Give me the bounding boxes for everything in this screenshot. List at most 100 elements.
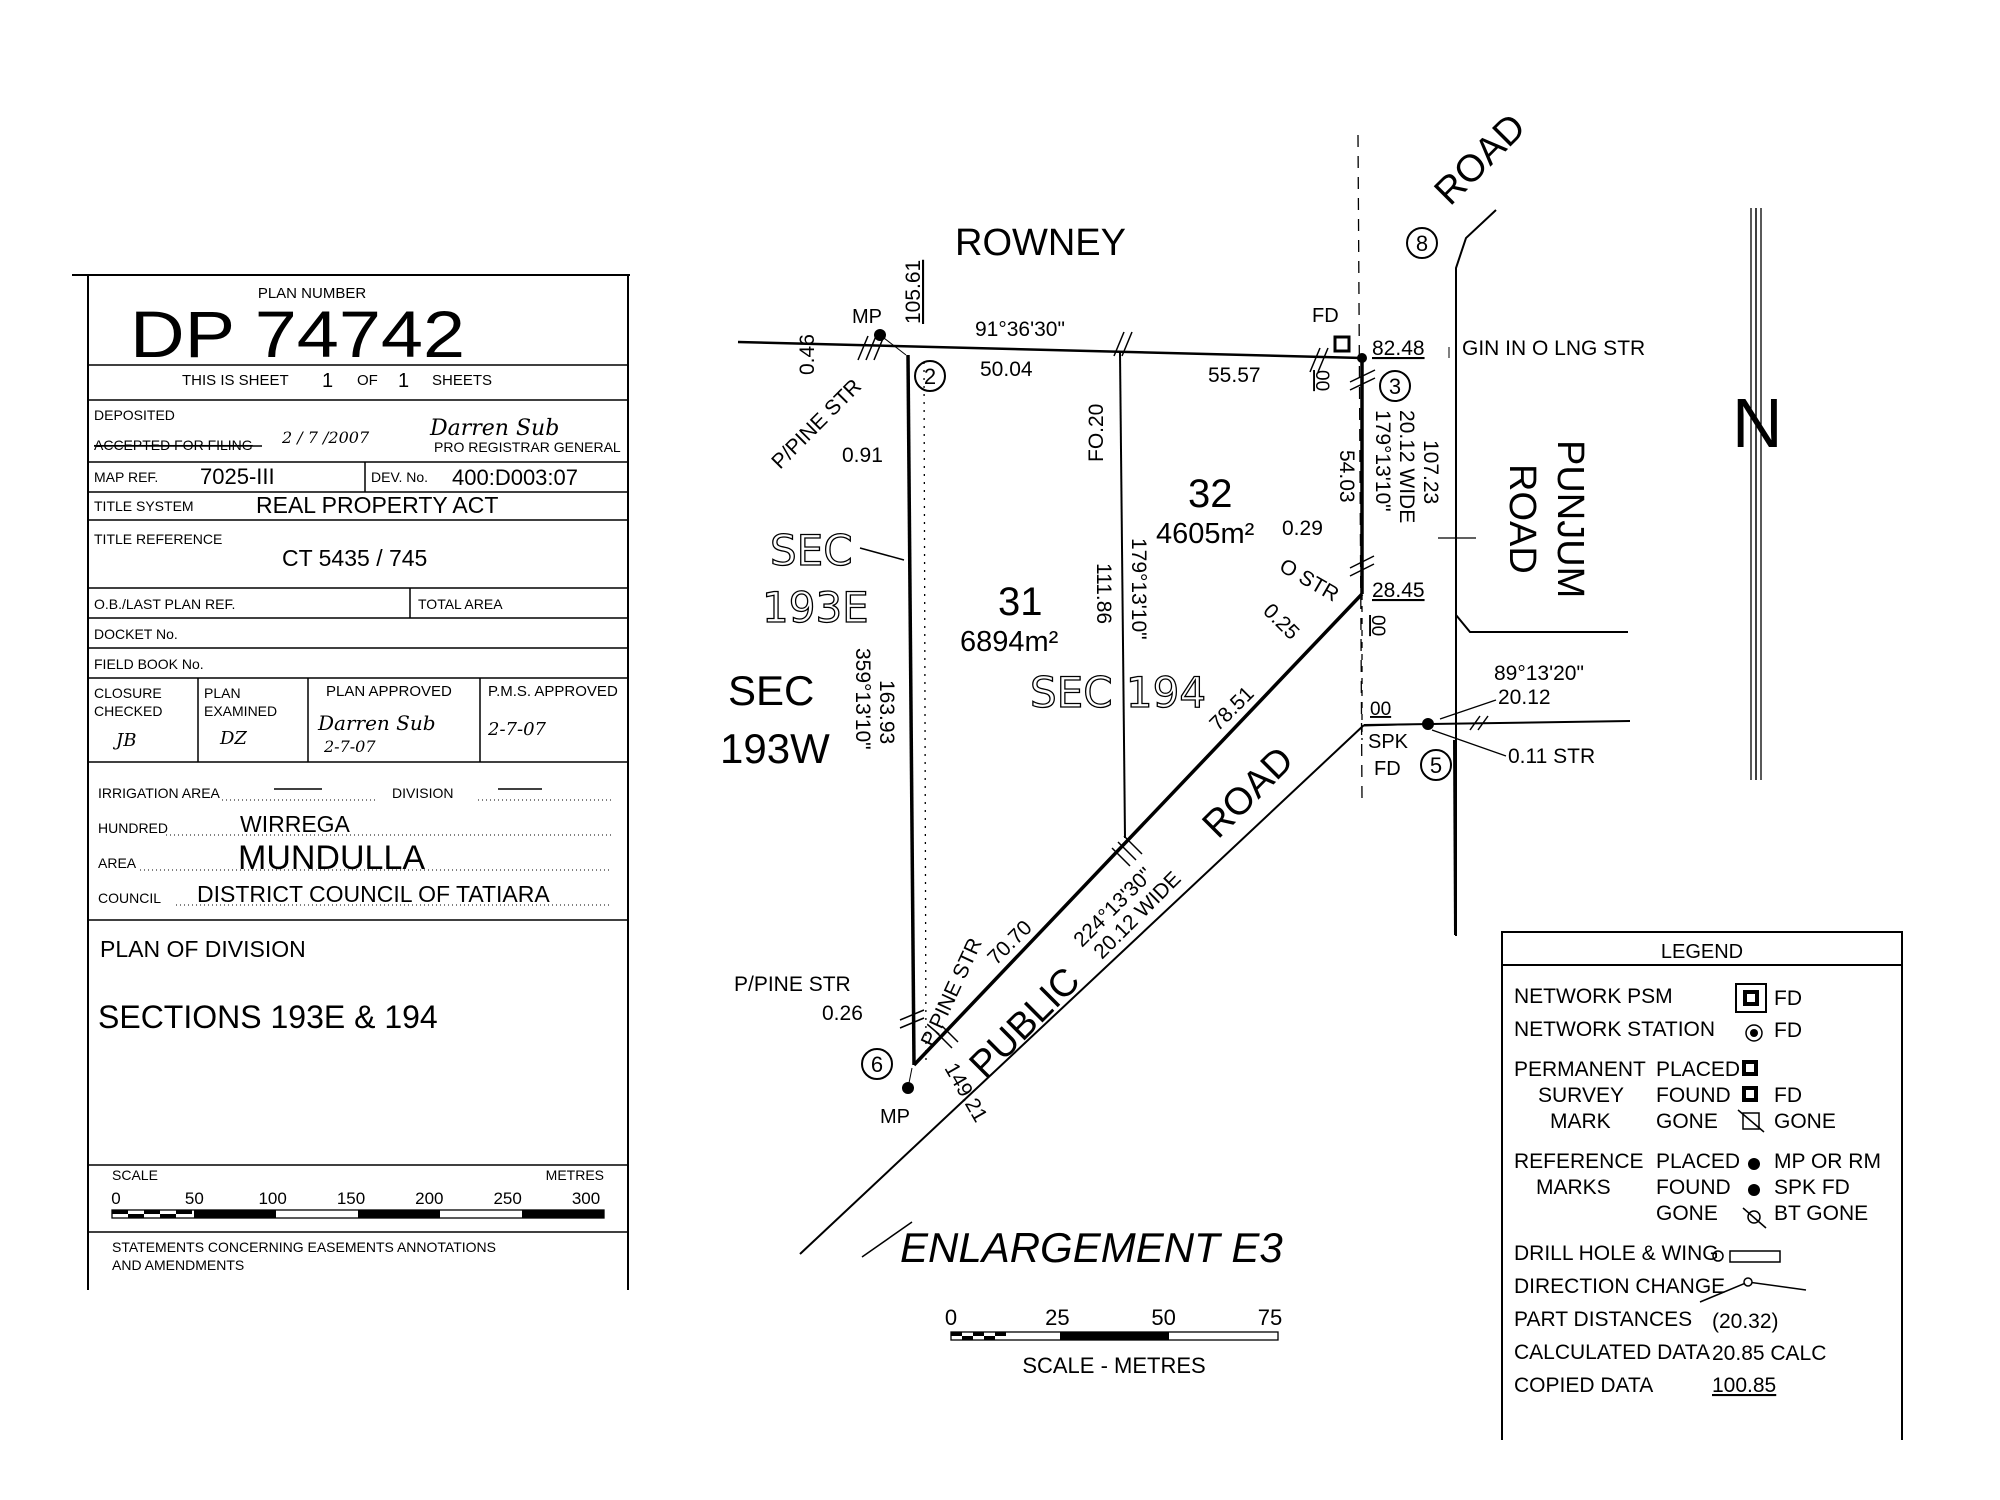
scale-tick-25: 25 [1045, 1305, 1069, 1330]
spk-road-line [1453, 739, 1456, 936]
last-plan-ref-label: O.B./LAST PLAN REF. [94, 596, 235, 612]
north-arrow-label: N [1732, 384, 1783, 462]
examined-label-2: EXAMINED [204, 703, 277, 719]
closure-checked-initials: JB [112, 730, 136, 751]
dim-55-57: 55.57 [1208, 364, 1261, 387]
plan-approved-label: PLAN APPROVED [326, 683, 452, 700]
allotment-31-area: 6894m² [960, 626, 1059, 658]
legend-psm-1: PERMANENT [1514, 1058, 1646, 1081]
section-boundary-dashed [1357, 134, 1363, 801]
section-label-193w-sec: SEC [728, 667, 814, 714]
sheet-total: 1 [398, 370, 409, 392]
legend-network-station-fd: FD [1774, 1019, 1802, 1042]
statements-line-1: STATEMENTS CONCERNING EASEMENTS ANNOTATI… [112, 1239, 496, 1255]
allotment-32-number: 32 [1188, 472, 1233, 516]
legend-copied-data: COPIED DATA [1514, 1374, 1653, 1397]
title-reference-label: TITLE REFERENCE [94, 531, 222, 547]
section-193e-leader [859, 547, 905, 561]
legend-psm-gone: GONE [1656, 1110, 1718, 1133]
dim-20-12: 20.12 [1498, 686, 1551, 709]
scale-tick-300: 300 [572, 1189, 600, 1208]
enlargement-underline [861, 1221, 913, 1258]
road-name-punjum-road: ROAD [1501, 464, 1543, 574]
allotment-west-boundary [906, 354, 916, 1066]
legend-ref-1: REFERENCE [1514, 1150, 1644, 1173]
station-6-label: 6 [871, 1052, 883, 1077]
area-value: MUNDULLA [238, 839, 425, 877]
allotment-32-area: 4605m² [1156, 518, 1255, 550]
dev-no-label: DEV. No. [371, 469, 428, 485]
dim-gin: GIN IN O LNG STR [1462, 337, 1645, 360]
legend-ref-gone-symbol [1747, 1210, 1761, 1224]
dim-bearing-spk: 89°13'20" [1494, 662, 1584, 685]
legend-drill-hole: DRILL HOLE & WING [1514, 1242, 1719, 1265]
legend-psm-placed-symbol [1742, 1060, 1758, 1076]
legend-network-psm-fd: FD [1774, 987, 1802, 1010]
enlargement-scale-label: SCALE - METRES [1022, 1353, 1205, 1378]
scale-label: SCALE [112, 1167, 158, 1183]
docket-label: DOCKET No. [94, 626, 178, 642]
road-name-public: PUBLIC [962, 960, 1089, 1087]
station-8-circle [1406, 227, 1438, 259]
section-label-193e-sec: SEC [770, 526, 853, 575]
sheet-of-label: OF [357, 372, 378, 389]
station-3-label: 3 [1389, 374, 1401, 399]
legend: LEGEND NETWORK PSM FD NETWORK STATION FD… [1501, 931, 1903, 1440]
area-label: AREA [98, 855, 137, 871]
scale-tick-150: 150 [337, 1189, 365, 1208]
hundred-label: HUNDRED [98, 820, 168, 836]
station-2-circle [914, 360, 946, 392]
scale-tick-75: 75 [1258, 1305, 1282, 1330]
station-6-circle [861, 1048, 893, 1080]
dim-54-03: 54.03 [1335, 450, 1358, 503]
public-road-far-line [799, 724, 1365, 1255]
legend-ref-placed-value: MP OR RM [1774, 1150, 1881, 1173]
legend-ref-gone: GONE [1656, 1202, 1718, 1225]
scale-tick-50: 50 [185, 1189, 204, 1208]
title-system-label: TITLE SYSTEM [94, 498, 194, 514]
section-label-194: SEC 194 [1030, 668, 1206, 717]
dim-pine-diagonal: P/PINE STR [917, 935, 987, 1050]
hundred-value: WIRREGA [240, 811, 351, 837]
dim-163-93: 163.93 [875, 680, 898, 744]
map-ref: 7025-III [200, 464, 275, 489]
total-area-label: TOTAL AREA [418, 596, 503, 612]
dim-0-29: 0.29 [1282, 517, 1323, 540]
corner-mark-station-3 [1357, 353, 1367, 363]
dim-bearing-left: 359°13'10" [851, 648, 874, 750]
station-3-circle [1379, 370, 1411, 402]
wing-ticks [857, 331, 1489, 1049]
scale-units: METRES [546, 1167, 604, 1183]
punjum-road-return [1455, 614, 1628, 633]
council-label: COUNCIL [98, 890, 161, 906]
sheet-sheets-label: SHEETS [432, 372, 492, 389]
dim-top-bearing: 91°36'30" [975, 318, 1065, 341]
allotment-31-number: 31 [998, 580, 1043, 624]
irrigation-area-label: IRRIGATION AREA [98, 785, 221, 801]
legend-part-distances: PART DISTANCES [1514, 1308, 1692, 1331]
statements-line-2: AND AMENDMENTS [112, 1257, 244, 1273]
legend-psm-gone-symbol [1742, 1112, 1760, 1130]
title-system: REAL PROPERTY ACT [256, 492, 498, 518]
scale-tick-0: 0 [945, 1305, 957, 1330]
legend-ref-placed: PLACED [1656, 1150, 1740, 1173]
dim-0-11: 0.11 STR [1508, 745, 1595, 768]
scale-tick-250: 250 [493, 1189, 521, 1208]
legend-ref-placed-symbol [1748, 1158, 1760, 1170]
dim-28-45: 28.45 [1372, 579, 1425, 602]
legend-ref-2: MARKS [1536, 1176, 1611, 1199]
plan-number-label: PLAN NUMBER [258, 285, 367, 302]
legend-ref-found-value: SPK FD [1774, 1176, 1850, 1199]
legend-psm-3: MARK [1550, 1110, 1611, 1133]
legend-network-psm-symbol [1735, 983, 1767, 1013]
registrar-signature: Darren Sub [429, 416, 559, 441]
sheet-this-label: THIS IS SHEET [182, 372, 289, 389]
mark-label-spk: SPK [1368, 731, 1409, 753]
dim-wide-right: 20.12 WIDE [1395, 410, 1418, 523]
dim-82-48: 82.48 [1372, 337, 1425, 360]
mark-label-mp-top: MP [852, 306, 882, 328]
deposited-label: DEPOSITED [94, 407, 175, 423]
